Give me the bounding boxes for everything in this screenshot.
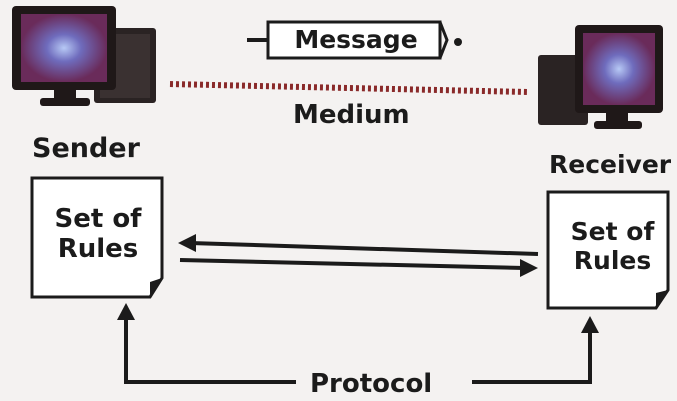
sender-label: Sender <box>32 133 140 164</box>
receiver-rules-line1: Set of <box>555 218 670 247</box>
sender-rules-line2: Rules <box>38 235 158 265</box>
sender-rules-line1: Set of <box>38 205 158 235</box>
receiver-rules-text: Set of Rules <box>555 218 670 276</box>
message-label: Message <box>280 25 432 54</box>
receiver-label: Receiver <box>549 150 671 179</box>
sender-rules-text: Set of Rules <box>38 205 158 265</box>
exchange-arrows <box>178 234 538 277</box>
protocol-label: Protocol <box>310 369 432 399</box>
medium-line <box>170 84 527 92</box>
sender-computer-icon <box>12 6 156 106</box>
receiver-computer-icon <box>538 25 663 129</box>
medium-label: Medium <box>293 100 410 130</box>
receiver-rules-line2: Rules <box>555 247 670 276</box>
